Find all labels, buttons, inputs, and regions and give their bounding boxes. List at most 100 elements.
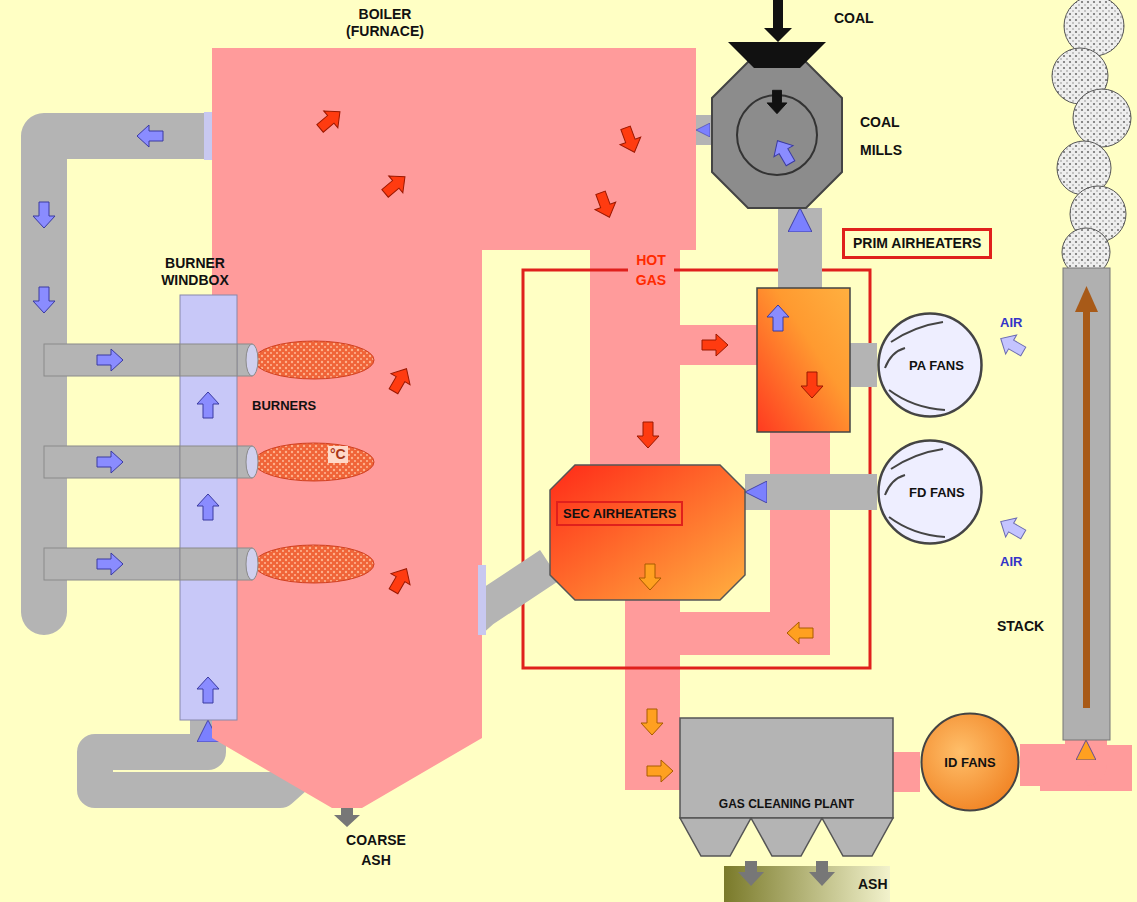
node-label: SEC AIRHEATERS xyxy=(556,501,683,526)
plain-label: ASH xyxy=(858,876,888,893)
flow-arrow xyxy=(97,451,123,473)
flow-arrow xyxy=(33,287,55,313)
gas-cleaning-plant: GAS CLEANING PLANT xyxy=(680,718,893,860)
flow-arrow xyxy=(313,103,347,137)
duct-connector xyxy=(1020,740,1086,765)
flow-arrow xyxy=(384,363,416,397)
airheater-octagon-outline xyxy=(550,465,745,600)
node-label: BOILER (FURNACE) xyxy=(340,6,430,40)
ash-arrow xyxy=(738,861,764,886)
duct-connector xyxy=(893,752,920,792)
fan-circle: ID FANS xyxy=(920,712,1020,812)
flow-arrow xyxy=(702,334,728,356)
boiler-furnace: BOILER (FURNACE) xyxy=(212,48,696,810)
flow-arrow xyxy=(767,305,789,331)
plain-label: AIR xyxy=(1000,553,1022,570)
flow-arrow xyxy=(197,392,219,418)
gas-cleaning-plant-outline xyxy=(680,718,893,860)
flow-arrow xyxy=(33,202,55,228)
coal-feed-arrow xyxy=(764,0,792,42)
flow-arrow xyxy=(641,709,663,735)
plant-body xyxy=(680,718,893,818)
flow-arrow xyxy=(995,329,1029,361)
smoke-plume xyxy=(1052,0,1131,276)
burner-nozzle xyxy=(246,548,258,580)
duct-connector xyxy=(696,115,712,145)
ash-hopper xyxy=(680,818,751,856)
label-box: PRIM AIRHEATERS xyxy=(842,228,992,259)
coal-hopper xyxy=(728,42,826,68)
ash-hopper xyxy=(751,818,822,856)
fan-casing xyxy=(879,441,982,544)
windbox-body xyxy=(180,295,237,720)
plain-label: °C xyxy=(328,446,348,463)
flow-arrow xyxy=(97,349,123,371)
burner-flame xyxy=(254,545,374,583)
node-label: PRIM AIRHEATERS xyxy=(853,235,981,252)
ash-arrow xyxy=(809,861,835,886)
wall-port xyxy=(478,565,486,635)
plain-label: COARSE ASH xyxy=(340,830,412,870)
stack: STACK xyxy=(1063,268,1110,740)
boiler-furnace-outline xyxy=(212,48,696,810)
gas-duct xyxy=(680,325,760,365)
burner-pipe xyxy=(180,548,237,580)
flow-arrow xyxy=(590,189,620,221)
coal-mill: COAL MILLS xyxy=(712,40,842,208)
flow-arrow xyxy=(137,125,163,147)
burner-flame xyxy=(254,341,374,379)
node-label: PA FANS xyxy=(909,357,964,374)
flow-arrow xyxy=(801,372,823,398)
plain-label: BURNERS xyxy=(252,397,316,414)
primary-airheater xyxy=(757,288,850,432)
plain-label: HOT GAS xyxy=(628,250,674,290)
burner-flame xyxy=(254,443,374,481)
flow-arrow xyxy=(615,124,645,156)
mill-body xyxy=(712,62,842,208)
gas-duct xyxy=(625,752,685,790)
node-label: ID FANS xyxy=(920,754,1020,771)
airheater-octagon: SEC AIRHEATERS xyxy=(550,465,745,600)
furnace-body xyxy=(212,48,696,808)
flow-arrow xyxy=(767,90,787,113)
flow-arrow xyxy=(637,422,659,448)
flow-arrow xyxy=(378,168,412,202)
flow-arrow xyxy=(768,135,800,169)
stack-body xyxy=(1063,268,1110,740)
fan-circle: PA FANS xyxy=(877,312,983,418)
flue-arrow-head xyxy=(1075,286,1098,312)
ash-arrow xyxy=(334,806,360,827)
plain-label: COAL xyxy=(834,10,874,27)
wall-port xyxy=(204,112,213,160)
fan-casing xyxy=(879,314,982,417)
duct-connector xyxy=(745,474,877,510)
burner-nozzle xyxy=(246,344,258,376)
burner-windbox-outline xyxy=(180,295,237,720)
flow-arrow xyxy=(97,553,123,575)
node-label: BURNER WINDBOX xyxy=(150,255,240,289)
plain-label: AIR xyxy=(1000,314,1022,331)
node-label: COAL MILLS xyxy=(860,108,918,164)
flow-arrow xyxy=(995,512,1029,544)
flow-arrow xyxy=(384,563,416,597)
node-label: GAS CLEANING PLANT xyxy=(680,796,893,813)
coal-mill-outline xyxy=(712,40,842,208)
flow-arrow xyxy=(639,564,661,590)
node-label: FD FANS xyxy=(909,484,965,501)
flow-arrow xyxy=(647,760,673,782)
flow-arrow xyxy=(197,677,219,703)
fan-circle: FD FANS xyxy=(877,439,983,545)
burner-pipe xyxy=(180,446,237,478)
burner-windbox: BURNER WINDBOX xyxy=(180,295,237,720)
flow-arrow xyxy=(197,494,219,520)
node-label: STACK xyxy=(997,618,1044,635)
flow-arrow xyxy=(787,622,813,644)
burner-nozzle xyxy=(246,446,258,478)
airheater-body xyxy=(550,465,745,600)
ash-hopper xyxy=(822,818,893,856)
airheater-group-outline xyxy=(523,270,870,668)
burner-pipe xyxy=(180,344,237,376)
